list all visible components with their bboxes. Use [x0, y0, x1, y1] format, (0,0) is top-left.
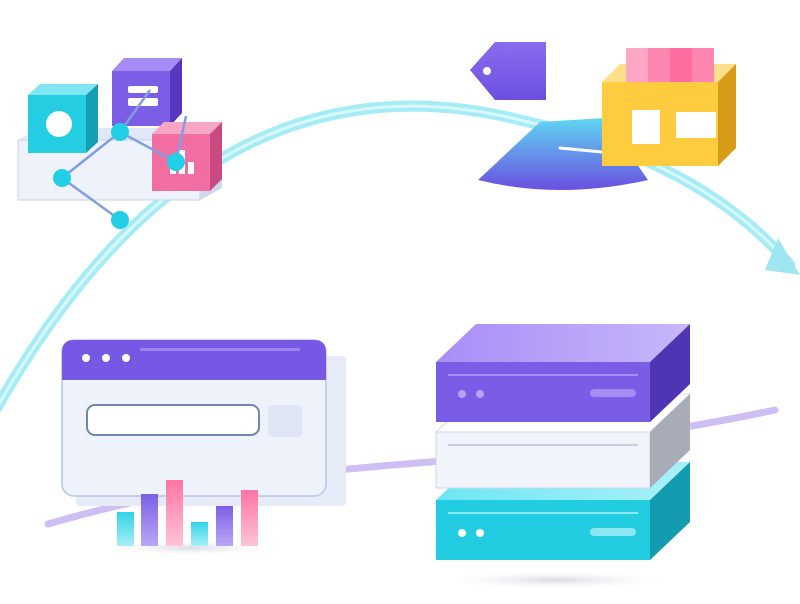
open-box-icon [602, 48, 736, 166]
bar-chart-icon [117, 480, 258, 546]
server-stack-icon [434, 324, 692, 560]
browser-window-icon [61, 339, 346, 506]
price-tag-icon [470, 42, 546, 100]
curved-arrow-icon [0, 100, 800, 414]
server-unit-purple [436, 324, 690, 362]
cube-cluster-icon [17, 58, 222, 229]
